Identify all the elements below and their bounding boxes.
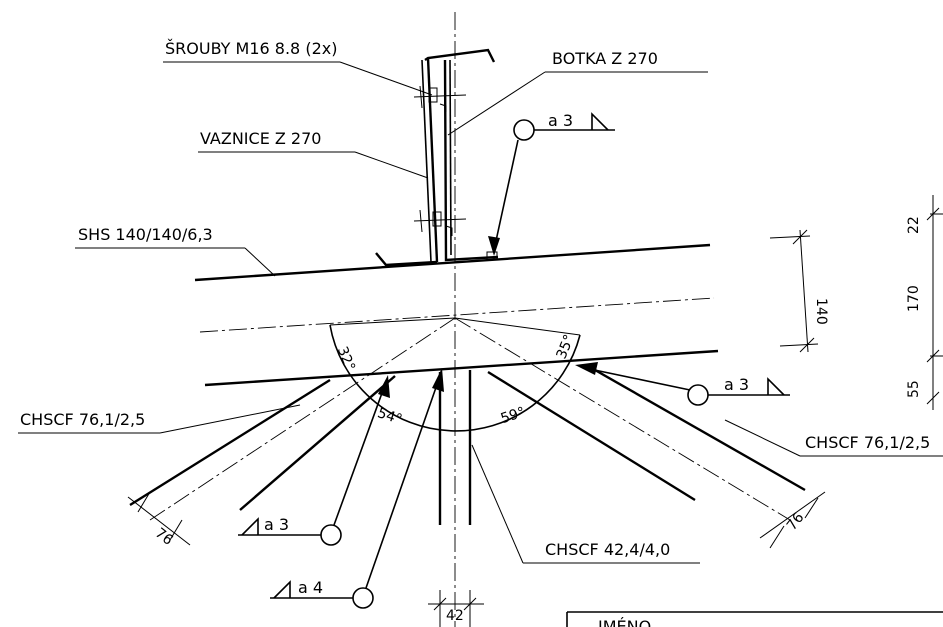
weld-left-a3-triangle xyxy=(241,517,259,536)
dim-170-text: 170 xyxy=(906,285,922,312)
weld-top-triangle xyxy=(591,112,609,131)
weld-left-a4-circle xyxy=(352,587,374,609)
label-purlin-leader xyxy=(354,151,429,179)
label-bolts: ŠROUBY M16 8.8 (2x) xyxy=(165,39,337,58)
dim-140-text: 140 xyxy=(813,298,829,325)
shoe-plate-inner xyxy=(449,59,452,256)
angle-32: 32° xyxy=(334,344,358,373)
chord-axis xyxy=(199,297,715,333)
weld-right-arrowhead xyxy=(575,362,598,375)
bolt-lower-head xyxy=(432,211,442,227)
dim-42-tick-right xyxy=(463,597,477,611)
dim-140-line xyxy=(799,229,809,353)
weld-left-a3-arrowhead xyxy=(378,375,390,398)
bolt-lower-line xyxy=(413,218,467,222)
weld-left-a4-arrowhead xyxy=(432,368,444,392)
dim-right76-tick-b xyxy=(804,497,819,519)
weld-top-arrow-line xyxy=(493,139,519,251)
weld-left-a4-triangle xyxy=(273,580,291,599)
purlin-web-inner xyxy=(421,59,432,263)
angle-54: 54° xyxy=(375,405,404,428)
dim-140-tick-bottom xyxy=(799,337,815,353)
label-shoe: BOTKA Z 270 xyxy=(552,49,658,68)
arc-ray-right xyxy=(454,317,581,336)
weld-left-a3-circle xyxy=(320,524,342,546)
right-diagonal-top-edge xyxy=(587,364,806,492)
arc-ray-left xyxy=(329,317,456,326)
title-block-name-label: JMÉNO xyxy=(597,617,651,627)
label-bolts-leader xyxy=(339,61,433,96)
dim-55-text: 55 xyxy=(906,380,922,398)
angle-59: 59° xyxy=(499,404,528,427)
label-chord-leader xyxy=(244,247,276,277)
weld-top-text: a 3 xyxy=(548,111,573,130)
weld-right-arrow-line xyxy=(584,367,691,391)
weld-top-circle xyxy=(513,119,535,141)
dim-right76-tick-a xyxy=(769,525,785,549)
left-diagonal-bottom-edge xyxy=(239,375,396,511)
dim-left76-tick-b xyxy=(169,519,183,541)
bolt-upper-line xyxy=(413,94,467,98)
weld-right-text: a 3 xyxy=(724,375,749,394)
chord-top-edge xyxy=(194,243,711,282)
left-diagonal-top-edge xyxy=(129,378,331,507)
dim-22-text: 22 xyxy=(906,216,922,234)
weld-left-a3-text: a 3 xyxy=(264,515,289,534)
dim-42-tick-left xyxy=(433,597,447,611)
bolt-lower-hook xyxy=(445,225,453,236)
dim-left76-line xyxy=(127,496,191,546)
weld-right-circle xyxy=(687,384,709,406)
label-diag-left: CHSCF 76,1/2,5 xyxy=(20,410,145,429)
angle-35: 35° xyxy=(554,332,578,361)
dim-right76-text: 76 xyxy=(784,510,808,534)
dim-left76-text: 76 xyxy=(152,525,176,549)
weld-left-a3-arrow-line xyxy=(333,381,387,526)
label-shoe-leader xyxy=(447,71,546,136)
label-diag-right-leader xyxy=(724,419,801,457)
weld-top-arrowhead xyxy=(488,236,500,256)
dim-140-ext-top xyxy=(769,235,811,239)
bolt-upper-hook xyxy=(439,103,447,112)
weld-left-a4-arrow-line xyxy=(365,375,441,589)
left-diagonal-axis xyxy=(149,317,456,521)
label-diag-right: CHSCF 76,1/2,5 xyxy=(805,433,930,452)
bolt-upper-head xyxy=(428,87,438,103)
weld-right-triangle xyxy=(767,377,785,396)
label-purlin: VAZNICE Z 270 xyxy=(200,129,321,148)
bolt-upper-tick xyxy=(419,85,423,109)
right-diagonal-axis xyxy=(454,317,791,521)
shoe-weld-mark xyxy=(486,251,498,261)
dim-left76-tick-a xyxy=(137,491,151,513)
dim-140-tick-top xyxy=(792,229,808,245)
shoe-plate xyxy=(443,59,499,262)
purlin-bottom-flange xyxy=(375,252,438,267)
weld-left-a4-text: a 4 xyxy=(298,578,323,597)
dim-42-text: 42 xyxy=(446,608,464,624)
label-diag-left-leader xyxy=(159,404,301,434)
chord-bottom-edge xyxy=(204,349,719,387)
dim-55-tick xyxy=(926,391,940,405)
right-diagonal-bottom-edge xyxy=(487,370,696,502)
angle-arc xyxy=(329,324,581,432)
dim-140-ext-bottom xyxy=(779,343,819,347)
bolt-lower-tick xyxy=(419,209,423,233)
purlin-top-flange xyxy=(424,48,496,63)
label-vertical-leader xyxy=(471,444,524,564)
label-vertical: CHSCF 42,4/4,0 xyxy=(545,540,670,559)
dim-right76-line xyxy=(759,491,826,539)
label-chord: SHS 140/140/6,3 xyxy=(78,225,213,244)
